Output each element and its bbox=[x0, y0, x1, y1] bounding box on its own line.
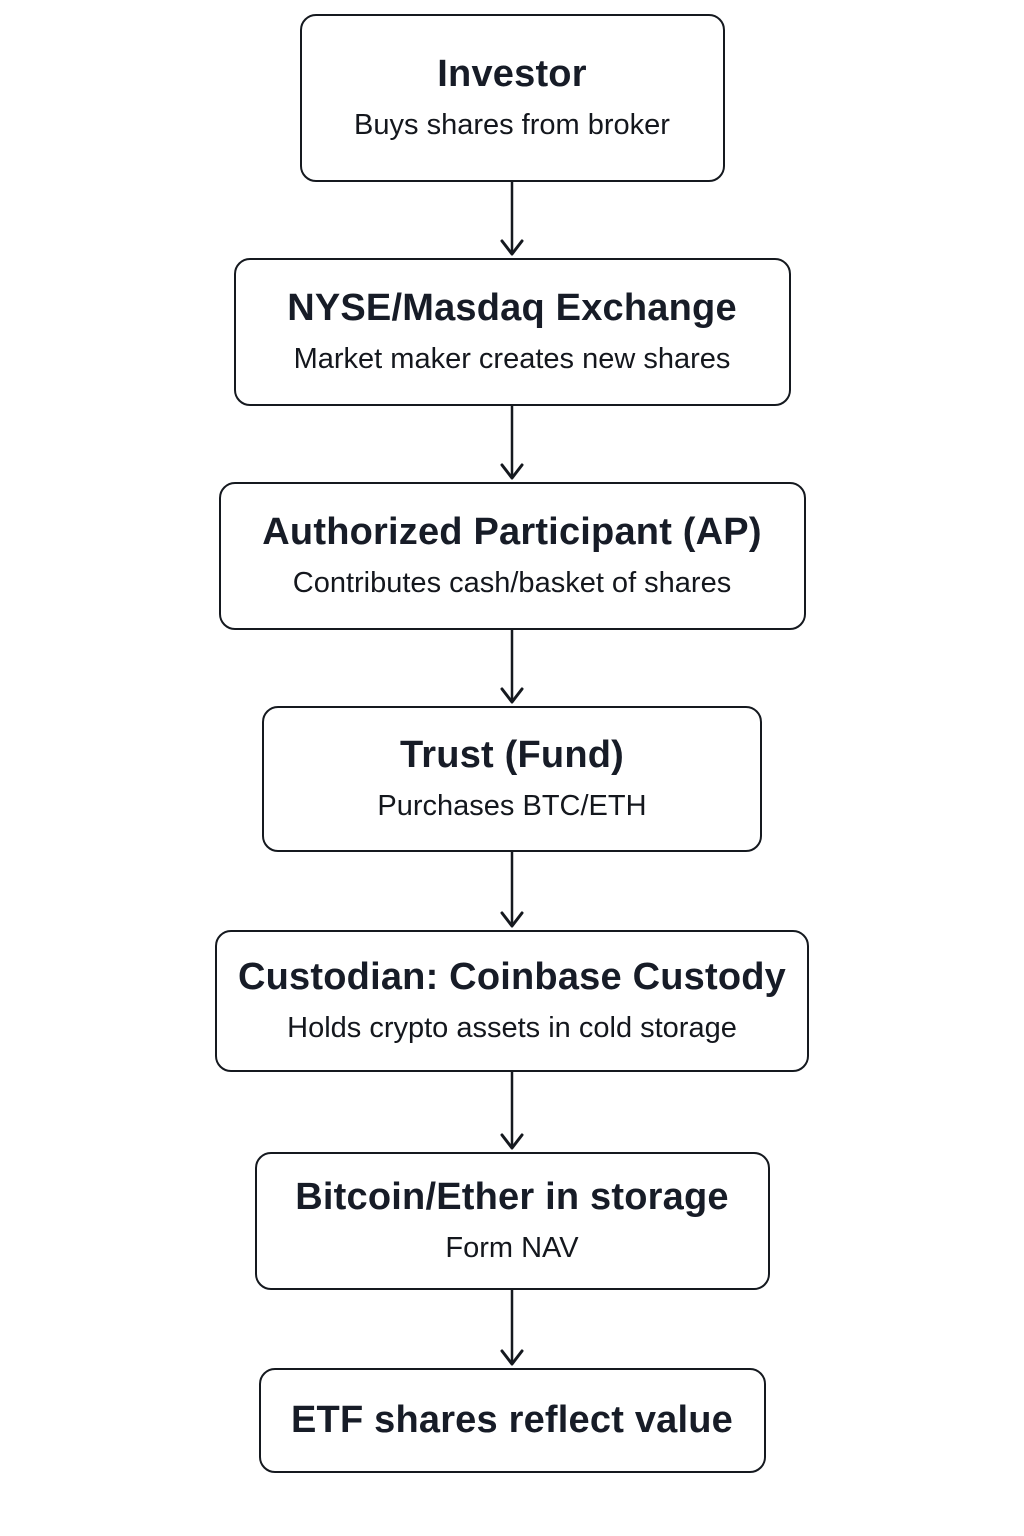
node-subtitle: Contributes cash/basket of shares bbox=[292, 566, 732, 599]
arrow-down-icon bbox=[500, 1072, 524, 1150]
arrow-down-icon bbox=[500, 630, 524, 704]
node-title: NYSE/Masdaq Exchange bbox=[287, 287, 737, 330]
flowchart-node-trust-fund: Trust (Fund) Purchases BTC/ETH bbox=[262, 706, 762, 852]
arrow-down-icon bbox=[500, 182, 524, 256]
node-title: Trust (Fund) bbox=[399, 734, 625, 777]
node-title: Investor bbox=[437, 53, 587, 96]
flowchart-node-authorized-participant: Authorized Participant (AP) Contributes … bbox=[218, 482, 806, 630]
node-subtitle: Buys shares from broker bbox=[354, 108, 670, 141]
arrow-down-icon bbox=[500, 406, 524, 480]
node-title: Bitcoin/Ether in storage bbox=[295, 1176, 729, 1219]
node-title: Custodian: Coinbase Custody bbox=[238, 956, 786, 999]
arrow-down-icon bbox=[500, 852, 524, 928]
flowchart-node-crypto-storage: Bitcoin/Ether in storage Form NAV bbox=[254, 1152, 770, 1290]
flowchart-node-etf-shares: ETF shares reflect value bbox=[258, 1368, 766, 1473]
node-title: Authorized Participant (AP) bbox=[262, 511, 762, 554]
node-subtitle: Holds crypto assets in cold storage bbox=[287, 1011, 737, 1044]
node-subtitle: Purchases BTC/ETH bbox=[377, 789, 647, 822]
flowchart-node-investor: Investor Buys shares from broker bbox=[299, 14, 725, 182]
flowchart-node-custodian: Custodian: Coinbase Custody Holds crypto… bbox=[215, 930, 809, 1072]
flowchart-node-exchange: NYSE/Masdaq Exchange Market maker create… bbox=[233, 258, 791, 406]
node-title: ETF shares reflect value bbox=[290, 1398, 733, 1441]
node-subtitle: Market maker creates new shares bbox=[293, 342, 731, 375]
arrow-down-icon bbox=[500, 1290, 524, 1366]
node-subtitle: Form NAV bbox=[445, 1231, 579, 1264]
